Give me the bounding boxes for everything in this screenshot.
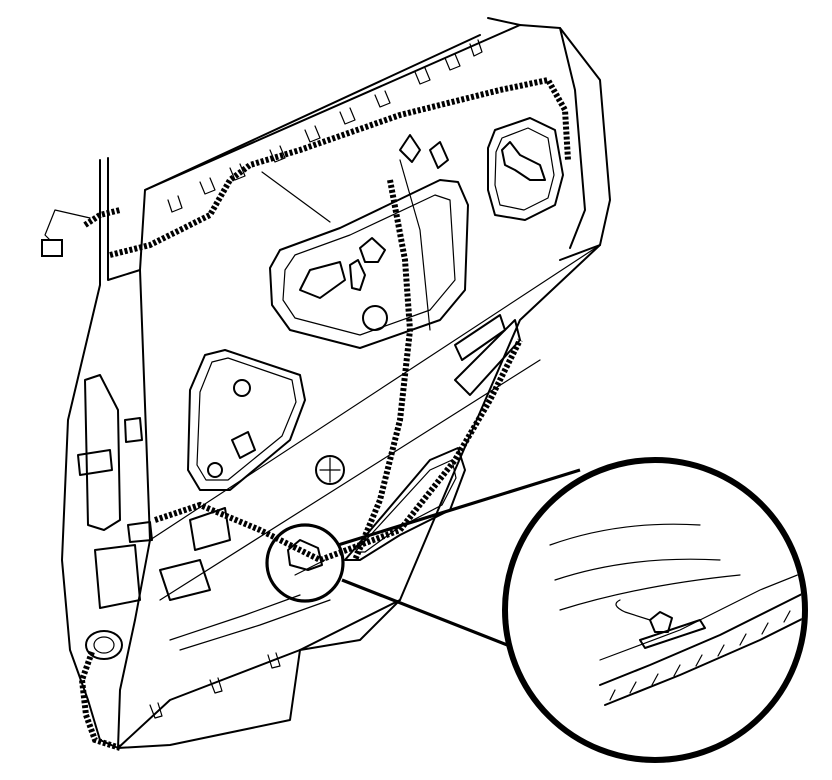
weather-seal-upper — [109, 76, 571, 258]
hinge-pillar — [77, 374, 231, 609]
lower-recess — [344, 447, 466, 561]
bottom-slots — [149, 594, 331, 719]
weather-seal-lower — [154, 338, 523, 564]
door-outline — [61, 17, 611, 749]
callout-circle-small — [265, 523, 345, 603]
harness-connector — [41, 209, 91, 257]
right-access-hole — [487, 117, 564, 221]
callout-leader — [337, 468, 581, 652]
window-regulator — [149, 134, 601, 601]
window-frame-tabs — [167, 39, 483, 213]
lower-access-hole — [187, 349, 306, 491]
wire-harness-vertical — [352, 179, 414, 562]
upper-access-hole — [269, 179, 469, 349]
wire-harness-left — [83, 207, 121, 228]
callout-circle-large — [502, 457, 808, 763]
harness-grommet — [78, 630, 123, 751]
